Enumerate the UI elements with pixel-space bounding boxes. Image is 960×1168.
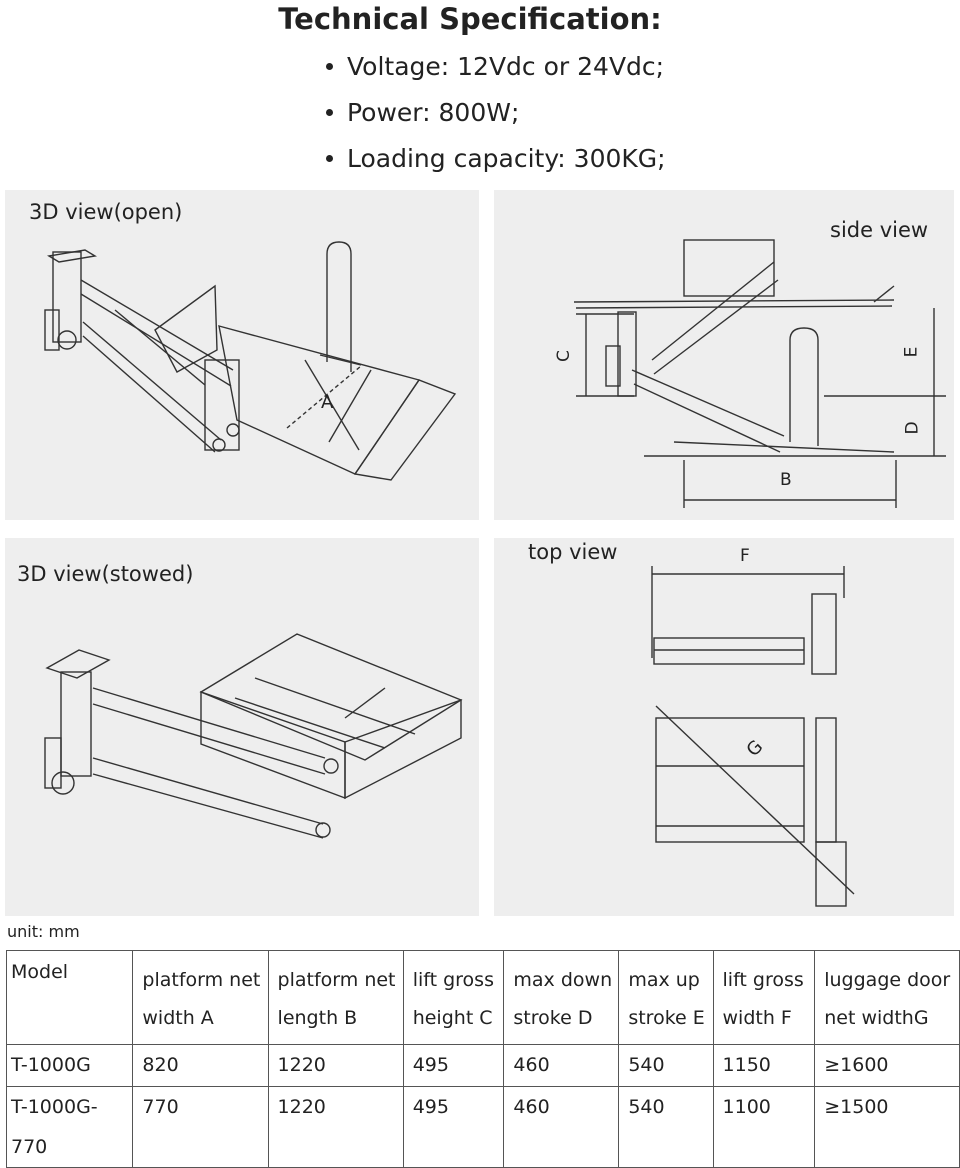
- table-cell: 1220: [267, 1044, 404, 1087]
- spec-item-capacity: Loading capacity: 300KG;: [326, 140, 666, 186]
- table-cell: 495: [402, 1044, 505, 1087]
- table-cell: 820: [132, 1044, 269, 1087]
- header-model: Model: [5, 950, 134, 1045]
- table-cell: 1100: [712, 1086, 816, 1168]
- panel-label-open: 3D view(open): [29, 200, 183, 224]
- dim-label-a: A: [321, 392, 334, 413]
- drawing-top-view: top view F G: [494, 538, 954, 916]
- bullet-icon: [326, 108, 333, 116]
- table-cell: T-1000G-770: [5, 1086, 134, 1168]
- lift-stowed-illustration: [44, 633, 463, 839]
- table-cell: 460: [503, 1044, 620, 1087]
- lift-top-illustration: [651, 566, 855, 907]
- drawing-3d-open: 3D view(open): [5, 190, 479, 520]
- page-title: Technical Specification:: [278, 2, 662, 36]
- table-cell: 495: [402, 1086, 505, 1168]
- dim-label-d: D: [902, 421, 923, 435]
- lift-side-illustration: [573, 239, 946, 508]
- table-cell: ≥1600: [814, 1044, 960, 1087]
- spec-item-voltage: Voltage: 12Vdc or 24Vdc;: [326, 48, 666, 94]
- dim-label-f: F: [740, 546, 750, 566]
- dim-label-e: E: [901, 346, 922, 358]
- dim-label-b: B: [780, 470, 792, 490]
- table-cell: 1150: [712, 1044, 816, 1087]
- panel-label-top: top view: [528, 540, 618, 564]
- table-cell: 770: [132, 1086, 269, 1168]
- table-cell: 540: [618, 1086, 714, 1168]
- drawing-side-view: side view: [494, 190, 954, 520]
- table-cell: ≥1500: [814, 1086, 960, 1168]
- panel-label-side: side view: [830, 218, 929, 242]
- drawing-3d-stowed: 3D view(stowed): [5, 538, 479, 916]
- table-cell: 540: [618, 1044, 714, 1087]
- bullet-icon: [326, 154, 333, 162]
- table-cell: T-1000G: [5, 1044, 134, 1087]
- spec-item-power: Power: 800W;: [326, 94, 666, 140]
- lift-open-illustration: [44, 241, 457, 481]
- table-row: T-1000G 820 1220 495 460 540 1150 ≥1600: [5, 1044, 960, 1087]
- table-cell: 1220: [267, 1086, 404, 1168]
- spec-list: Voltage: 12Vdc or 24Vdc; Power: 800W; Lo…: [326, 48, 666, 186]
- table-row: T-1000G-770 770 1220 495 460 540 1100 ≥1…: [5, 1086, 960, 1168]
- unit-note: unit: mm: [7, 922, 80, 941]
- bullet-icon: [326, 62, 333, 70]
- panel-label-stowed: 3D view(stowed): [17, 562, 194, 586]
- table-cell: 460: [503, 1086, 620, 1168]
- dim-label-c: C: [553, 350, 574, 362]
